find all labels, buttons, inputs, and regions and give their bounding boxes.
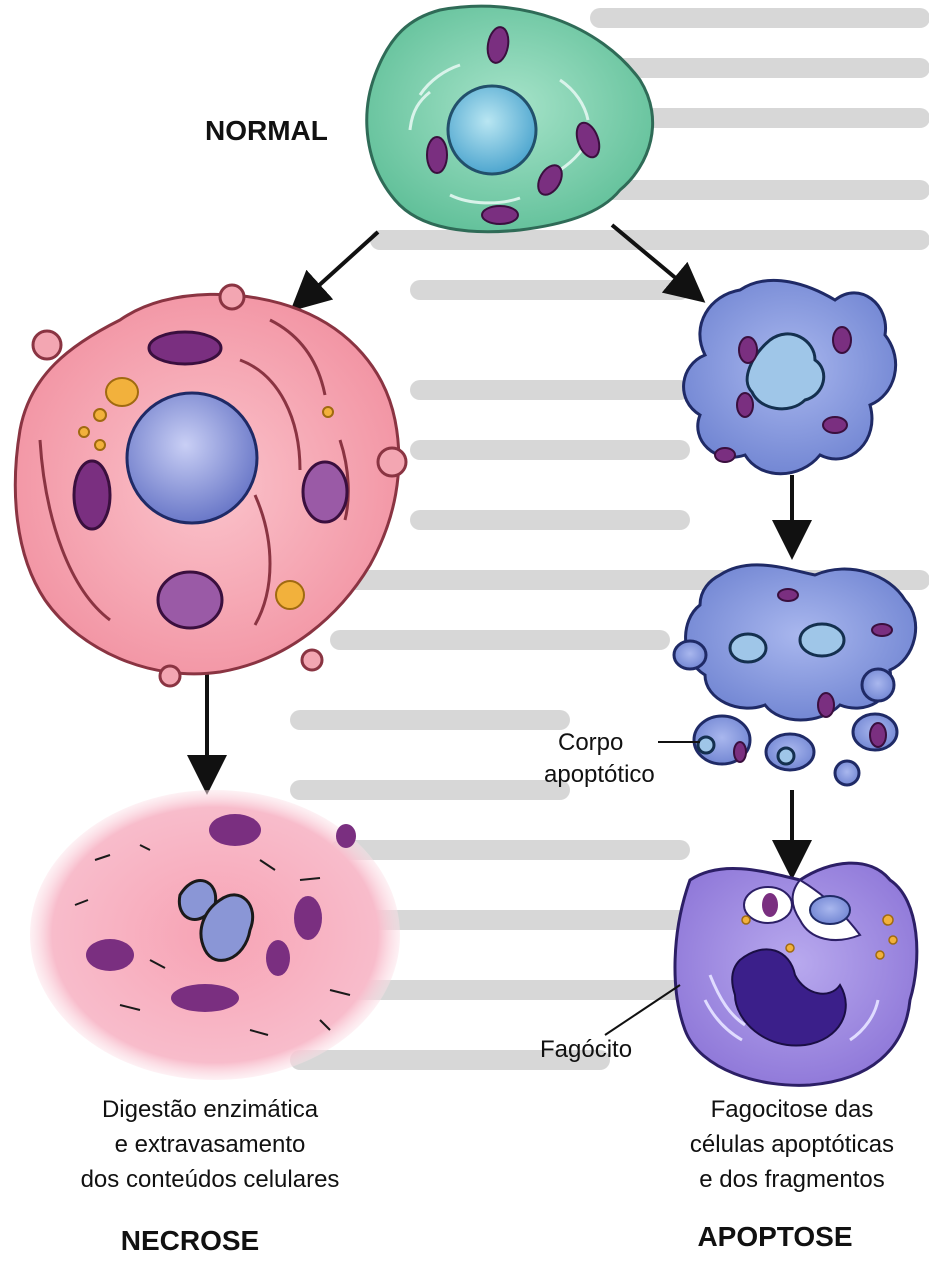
vacuole-mitochondrion [762,893,778,917]
phagocyte [675,863,917,1085]
normal-nucleus [448,86,536,174]
engulfed-body [810,896,850,924]
corpo-label-line2: apoptótico [544,761,655,788]
necrose-description: Digestão enzimática e extravasamento dos… [81,1096,340,1193]
corpo-label-line1: Corpo [558,729,623,756]
apoptotic-cell [684,280,896,473]
fragmenting-cell [674,565,916,785]
apoptose-desc-line: e dos fragmentos [699,1166,884,1193]
arrow-to-necrosis [305,232,378,298]
necrose-desc-line: Digestão enzimática [102,1096,319,1123]
fagocito-label: Fagócito [540,1036,632,1063]
apoptose-desc-line: células apoptóticas [690,1131,894,1158]
necrose-desc-line: e extravasamento [115,1131,306,1158]
necrose-desc-line: dos conteúdos celulares [81,1166,340,1193]
normal-cell [367,6,653,232]
normal-label: NORMAL [205,115,328,146]
apoptose-desc-line: Fagocitose das [711,1096,874,1123]
apoptose-heading: APOPTOSE [697,1221,852,1252]
swollen-cell [15,285,406,686]
necrotic-cell [30,790,400,1080]
necrose-heading: NECROSE [121,1225,259,1256]
apoptose-description: Fagocitose das células apoptóticas e dos… [690,1096,894,1193]
swollen-cell-nucleus [127,393,257,523]
